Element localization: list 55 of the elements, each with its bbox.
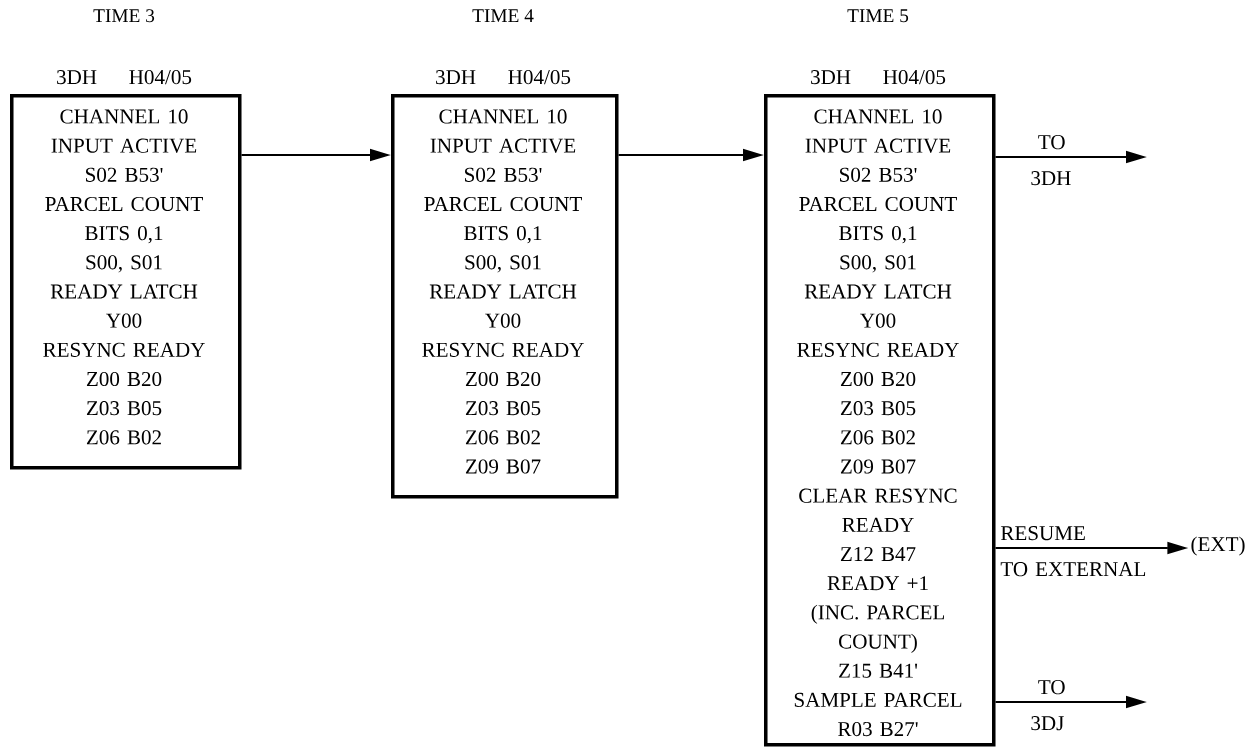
box-text: Z03 B05 bbox=[465, 401, 541, 416]
box-text: S00, S01 bbox=[86, 255, 162, 273]
box-text: BITS 0,1 bbox=[839, 226, 917, 244]
box-text: PARCEL COUNT bbox=[424, 196, 582, 212]
box-text: CHANNEL 10 bbox=[814, 109, 942, 124]
edge-label: TO 3DH bbox=[1031, 135, 1071, 186]
box-text: PARCEL COUNT bbox=[799, 196, 957, 212]
box-text: Z09 B07 bbox=[840, 459, 916, 474]
box-text: RESYNC READY bbox=[797, 342, 959, 357]
box-text: SAMPLE PARCEL bbox=[794, 692, 962, 707]
time-label: TIME 3 bbox=[93, 9, 155, 23]
box-text: READY +1 bbox=[827, 576, 928, 591]
box-text: R03 B27' bbox=[838, 721, 918, 737]
box-header: 3DH H04/05 bbox=[811, 69, 946, 85]
box-text: Z03 B05 bbox=[840, 401, 916, 416]
box-text: S00, S01 bbox=[840, 255, 916, 273]
box-text: S02 B53' bbox=[465, 167, 542, 182]
box-text: S02 B53' bbox=[840, 167, 917, 182]
box-text: Z06 B02 bbox=[840, 430, 915, 445]
box-text: BITS 0,1 bbox=[85, 226, 163, 244]
box-text: RESYNC READY bbox=[422, 342, 584, 357]
box-text: Z06 B02 bbox=[465, 430, 540, 445]
box-text: Z00 B20 bbox=[465, 371, 541, 387]
box-text: S02 B53' bbox=[86, 167, 163, 182]
time-label: TIME 5 bbox=[847, 9, 909, 23]
edge-label: TO 3DJ bbox=[1031, 680, 1065, 731]
box-text: Z12 B47 bbox=[840, 546, 916, 561]
box-text: BITS 0,1 bbox=[464, 226, 542, 244]
box-text: READY LATCH bbox=[50, 284, 198, 299]
edge-label: RESUME TO EXTERNAL bbox=[1000, 526, 1146, 577]
box-text: (INC. PARCEL COUNT) bbox=[811, 604, 944, 653]
box-header: 3DH H04/05 bbox=[57, 69, 192, 85]
box-text: Y00 bbox=[485, 313, 521, 328]
box-text: Z00 B20 bbox=[86, 371, 162, 387]
box-text: PARCEL COUNT bbox=[45, 196, 203, 212]
box-text: RESYNC READY bbox=[43, 342, 205, 357]
box-text: Z06 B02 bbox=[86, 430, 161, 445]
box-text: INPUT ACTIVE bbox=[51, 138, 197, 153]
box-text: S00, S01 bbox=[465, 255, 541, 273]
box-text: Z03 B05 bbox=[86, 401, 162, 416]
box-text: Z15 B41' bbox=[839, 663, 918, 678]
box-text: CHANNEL 10 bbox=[60, 109, 188, 124]
box-text: CHANNEL 10 bbox=[439, 109, 567, 124]
box-header: 3DH H04/05 bbox=[436, 69, 571, 85]
box-text: Z00 B20 bbox=[840, 371, 916, 387]
box-text: INPUT ACTIVE bbox=[430, 138, 576, 153]
box-text: Z09 B07 bbox=[465, 459, 541, 474]
box-text: READY LATCH bbox=[429, 284, 577, 299]
box-text: READY LATCH bbox=[804, 284, 952, 299]
box-text: Y00 bbox=[860, 313, 896, 328]
box-text: INPUT ACTIVE bbox=[805, 138, 951, 153]
endpoint-label: (EXT) bbox=[1191, 536, 1245, 556]
box-text: CLEAR RESYNC READY bbox=[799, 488, 957, 532]
time-label: TIME 4 bbox=[472, 9, 534, 22]
box-text: Y00 bbox=[106, 313, 142, 328]
